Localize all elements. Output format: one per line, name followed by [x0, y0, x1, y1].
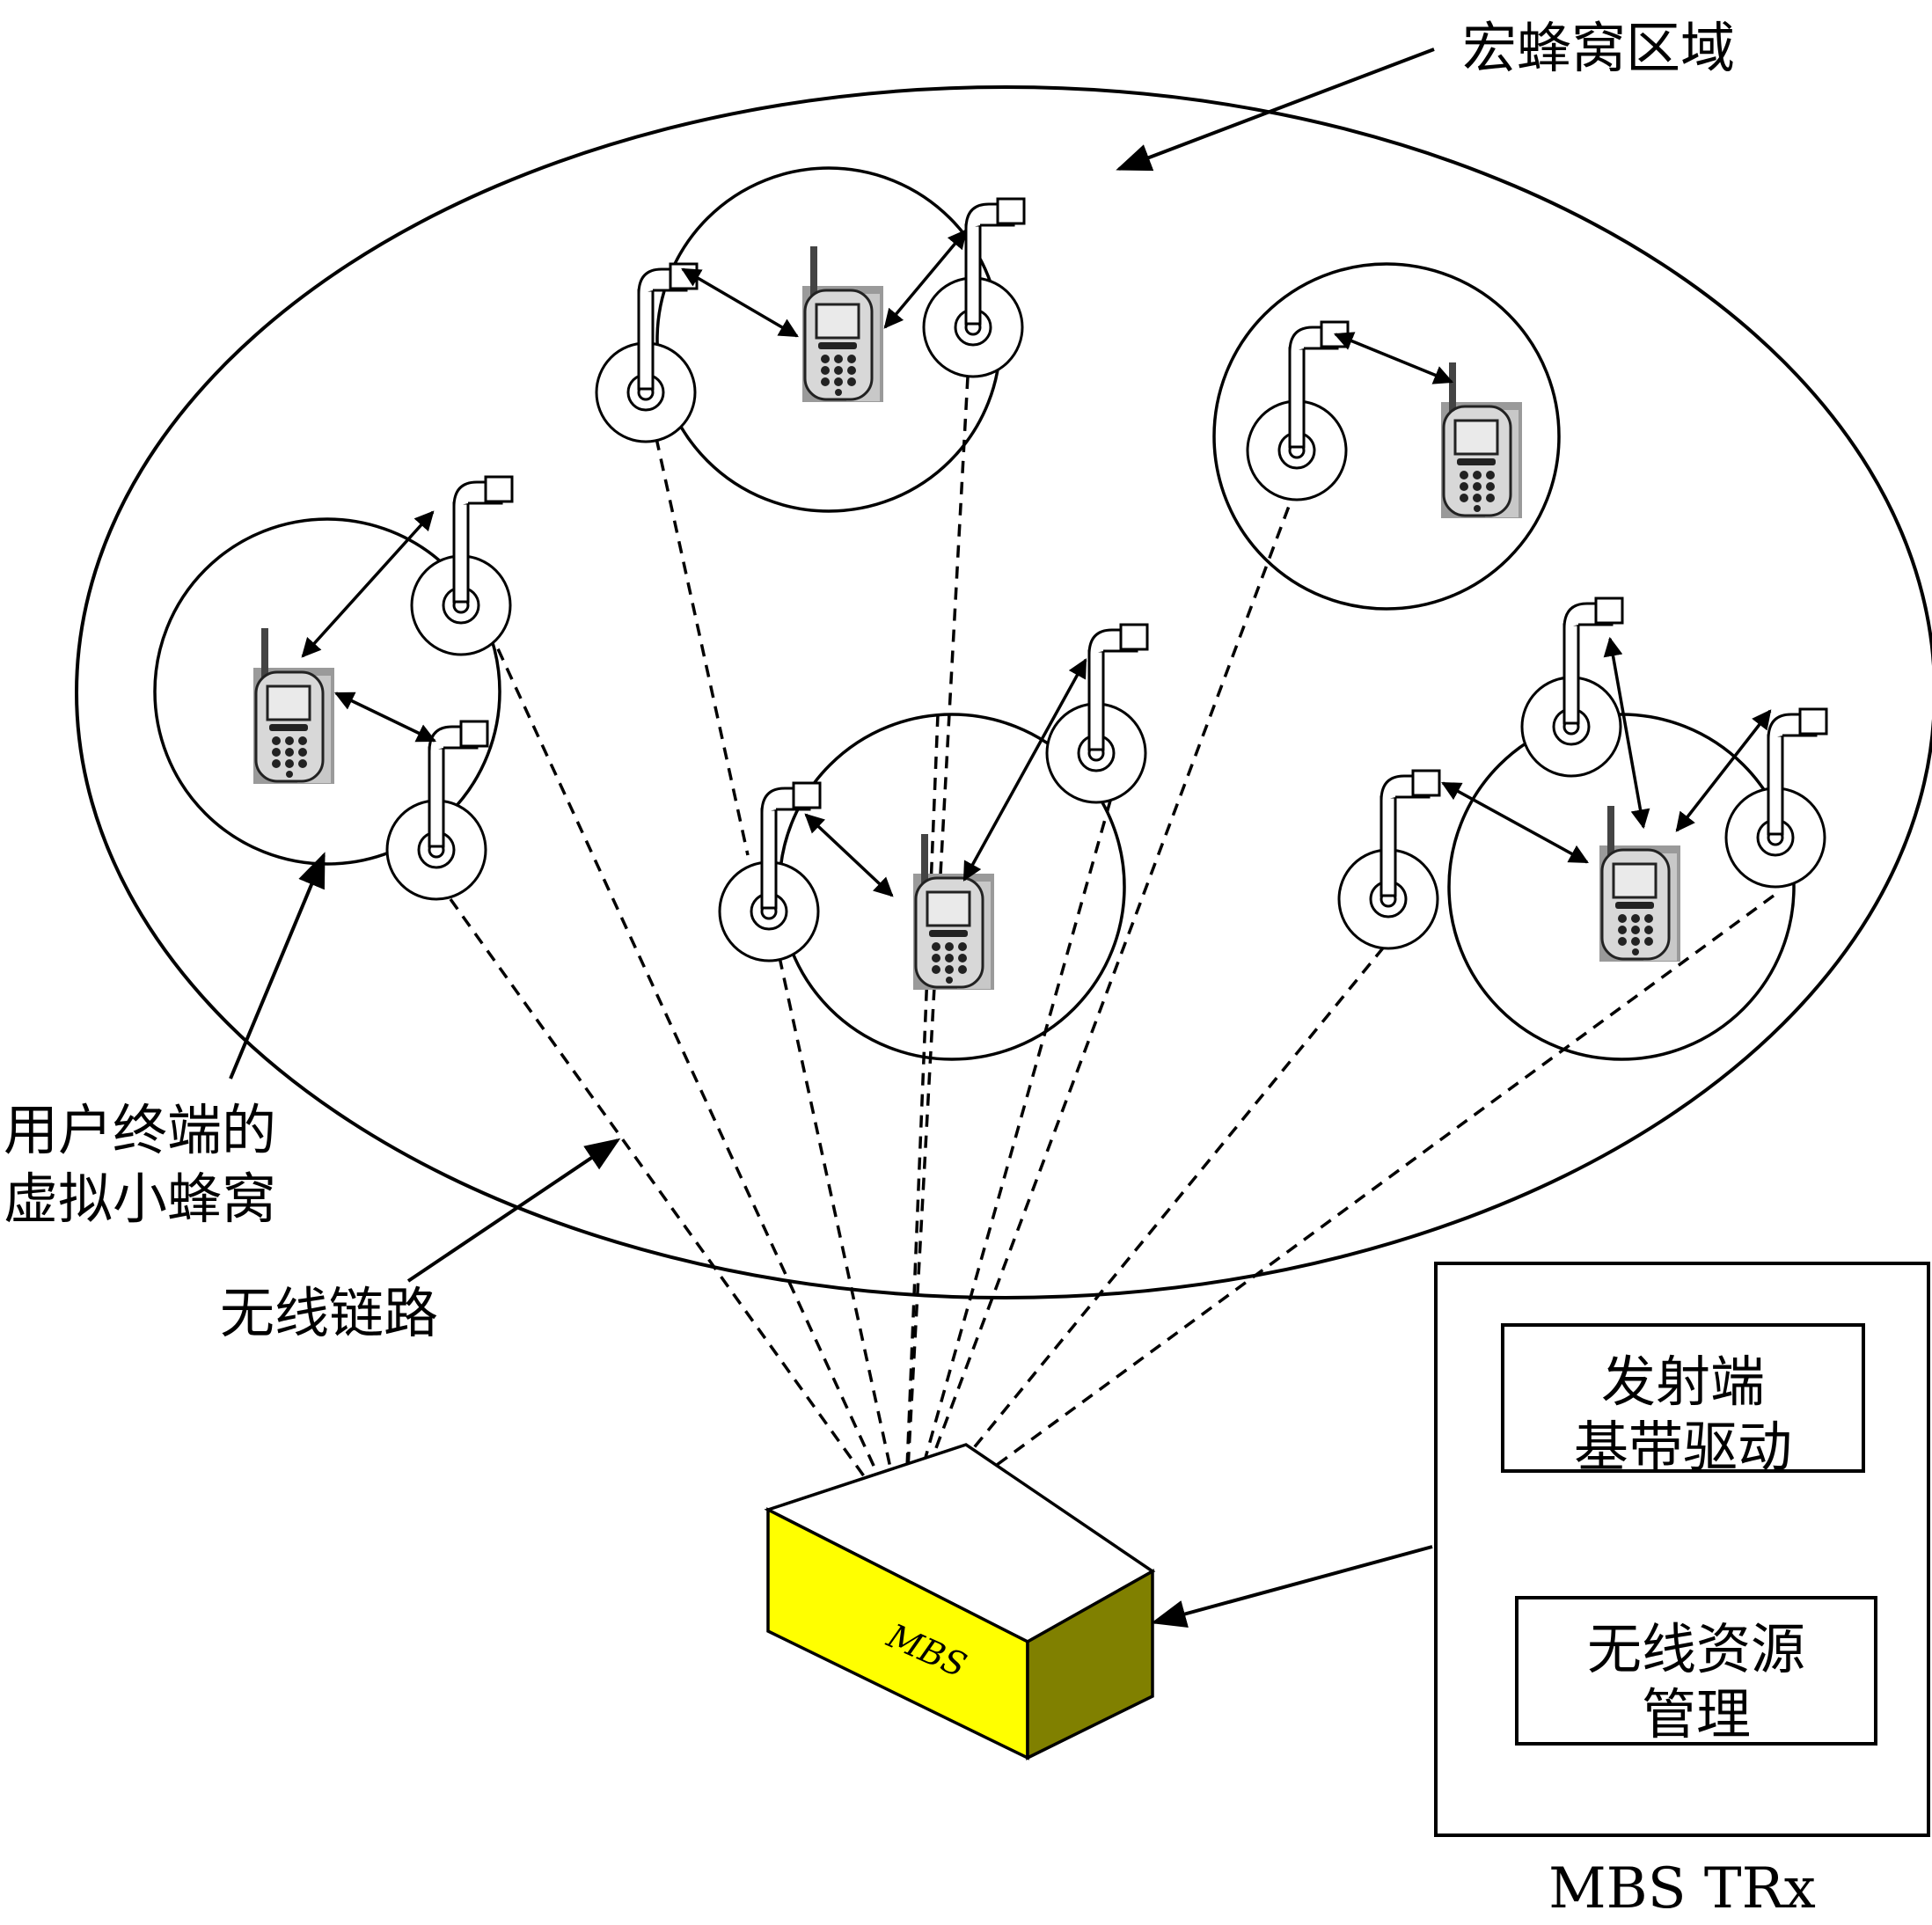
- pointer-arrows: [229, 48, 1435, 1628]
- antenna-icon: [1724, 707, 1828, 889]
- antenna-icon: [1520, 597, 1624, 778]
- antenna-icon: [922, 197, 1026, 378]
- mbs-box: [764, 1443, 1156, 1760]
- rrm-label-line2: 管理: [1642, 1682, 1751, 1746]
- rrm-label-line1: 无线资源: [1587, 1617, 1805, 1681]
- trx-panel: [1434, 1262, 1930, 1837]
- phone-icon: [1598, 804, 1682, 963]
- wireless-links: [449, 376, 1775, 1534]
- phone-icon: [911, 832, 996, 992]
- antenna-icon: [595, 262, 699, 443]
- phone-icon: [252, 626, 336, 786]
- antenna-icon: [385, 720, 489, 901]
- macro-area-pointer: [1116, 48, 1435, 172]
- mbs-box-side: [1026, 1569, 1154, 1760]
- terminal-links: [301, 229, 1772, 897]
- macro-area-label: 宏蜂窝区域: [1462, 16, 1735, 80]
- virtual-cell-label-line1: 用户终端的: [4, 1098, 276, 1162]
- wireless-link-pointer: [406, 1138, 621, 1283]
- tx-baseband-box: [1501, 1323, 1865, 1473]
- macro-cell-ellipse: [75, 85, 1932, 1299]
- antenna-icon: [718, 781, 822, 962]
- antenna-icon: [1045, 623, 1149, 804]
- virtual-cell-topright: [1212, 262, 1561, 611]
- virtual-cell-label-line2: 虚拟小蜂窝: [4, 1167, 276, 1231]
- tx-label-line1: 发射端: [1601, 1350, 1765, 1414]
- trx-pointer: [1151, 1545, 1433, 1628]
- rrm-box: [1515, 1596, 1877, 1746]
- virtual-cell-pointer: [229, 852, 326, 1080]
- antenna-icon: [410, 475, 514, 656]
- wireless-link-label: 无线链路: [220, 1281, 438, 1345]
- phone-icon: [1439, 361, 1524, 520]
- phone-icon: [801, 245, 885, 404]
- antenna-icon: [1337, 769, 1441, 950]
- trx-caption: MBS TRx: [1548, 1856, 1816, 1921]
- antenna-icon: [1246, 320, 1350, 501]
- tx-label-line2: 基带驱动: [1574, 1415, 1792, 1479]
